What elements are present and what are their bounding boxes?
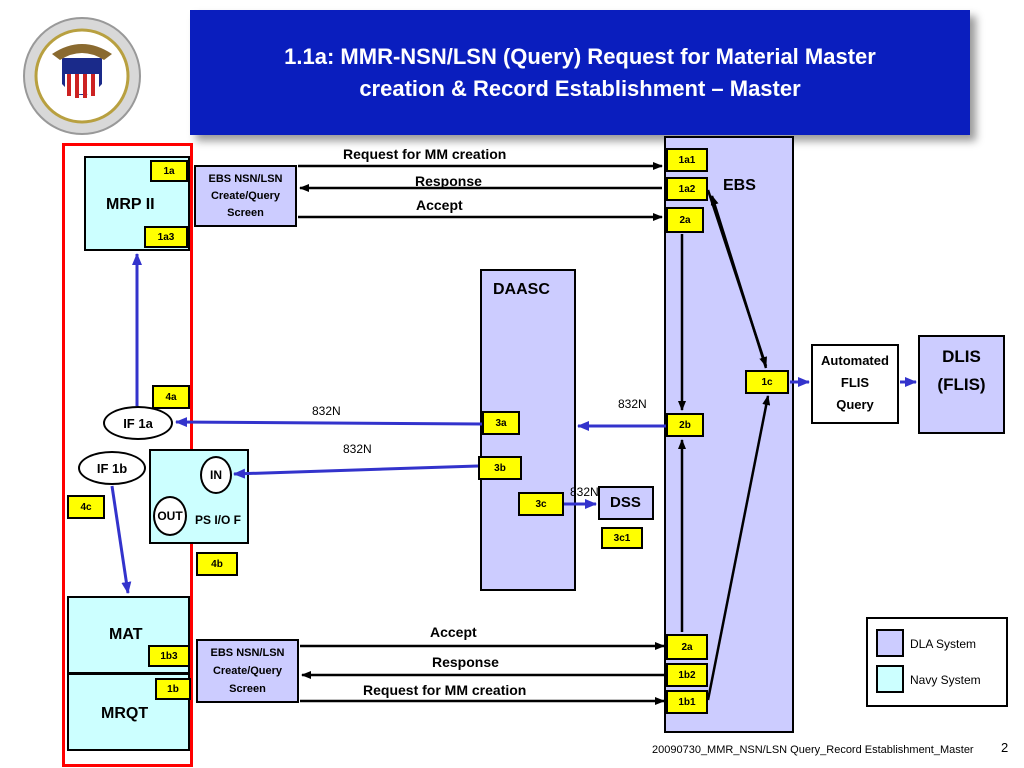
dlis-line2: (FLIS) (937, 375, 986, 394)
arrow-3a-to-if1a (175, 417, 483, 428)
ebs-screen-top: EBS NSN/LSN Create/Query Screen (194, 165, 297, 227)
automated-line3: Query (836, 397, 874, 412)
if-1b-node: IF 1b (78, 451, 146, 485)
label-832n-b: 832N (343, 442, 372, 456)
dss-system: DSS (598, 486, 654, 520)
tag-1a2: 1a2 (666, 177, 708, 201)
tag-1b1: 1b1 (666, 690, 708, 714)
ebs-screen-bottom: EBS NSN/LSN Create/Query Screen (196, 639, 299, 703)
dla-seal-icon (22, 16, 142, 136)
tag-4b: 4b (196, 552, 238, 576)
dlis-line1: DLIS (942, 347, 981, 366)
out-node: OUT (153, 496, 187, 536)
label-bottom-accept: Accept (430, 624, 477, 640)
legend-navy-label: Navy System (910, 673, 981, 687)
tag-1a: 1a (150, 160, 188, 182)
tag-4c: 4c (67, 495, 105, 519)
if-1a-node: IF 1a (103, 406, 173, 440)
tag-1b: 1b (155, 678, 191, 700)
tag-2b: 2b (666, 413, 704, 437)
label-832n-d: 832N (570, 485, 599, 499)
daasc-label: DAASC (493, 281, 550, 298)
label-top-request: Request for MM creation (343, 146, 507, 162)
label-top-accept: Accept (416, 197, 463, 213)
dss-label: DSS (610, 494, 641, 511)
automated-line1: Automated (821, 353, 889, 368)
legend-dla-label: DLA System (910, 637, 977, 651)
screen-top-line2: Create/Query (210, 190, 281, 202)
label-bottom-request: Request for MM creation (363, 682, 527, 698)
screen-bottom-line1: EBS NSN/LSN (210, 647, 285, 659)
footer-doc: 20090730_MMR_NSN/LSN Query_Record Establ… (652, 744, 974, 756)
dlis-system: DLIS (FLIS) (918, 335, 1005, 434)
screen-top-line3: Screen (227, 207, 264, 219)
tag-1c: 1c (745, 370, 789, 394)
label-bottom-response: Response (432, 654, 499, 670)
label-832n-a: 832N (312, 404, 341, 418)
label-832n-c: 832N (618, 397, 647, 411)
title-line-1: 1.1a: MMR-NSN/LSN (Query) Request for Ma… (284, 43, 876, 69)
screen-top-line1: EBS NSN/LSN (208, 173, 283, 185)
tag-1b2: 1b2 (666, 663, 708, 687)
ebs-label: EBS (723, 177, 756, 194)
page-title: 1.1a: MMR-NSN/LSN (Query) Request for Ma… (190, 10, 970, 135)
mat-label: MAT (109, 626, 143, 643)
tag-3a: 3a (482, 411, 520, 435)
in-node: IN (200, 456, 232, 494)
tag-3c: 3c (518, 492, 564, 516)
legend-dla-swatch (876, 629, 904, 657)
tag-3b: 3b (478, 456, 522, 480)
arrow-3b-to-in (233, 464, 479, 479)
legend: DLA System Navy System (866, 617, 1008, 707)
automated-flis-query: Automated FLIS Query (811, 344, 899, 424)
legend-navy-swatch (876, 665, 904, 693)
label-top-response: Response (415, 173, 482, 189)
tag-2a-top: 2a (666, 207, 704, 233)
tag-3c1: 3c1 (601, 527, 643, 549)
tag-2a-bottom: 2a (666, 634, 708, 660)
screen-bottom-line3: Screen (229, 683, 266, 695)
tag-4a: 4a (152, 385, 190, 409)
tag-1a3: 1a3 (144, 226, 188, 248)
automated-line2: FLIS (840, 375, 870, 390)
title-line-2: creation & Record Establishment – Master (359, 75, 801, 101)
tag-1a1: 1a1 (666, 148, 708, 172)
mrp-ii-label: MRP II (106, 196, 155, 213)
screen-bottom-line2: Create/Query (212, 665, 283, 677)
footer-page: 2 (1001, 740, 1009, 755)
fps-label: PS I/O F (195, 513, 242, 527)
mrqt-label: MRQT (101, 705, 149, 722)
tag-1b3: 1b3 (148, 645, 190, 667)
